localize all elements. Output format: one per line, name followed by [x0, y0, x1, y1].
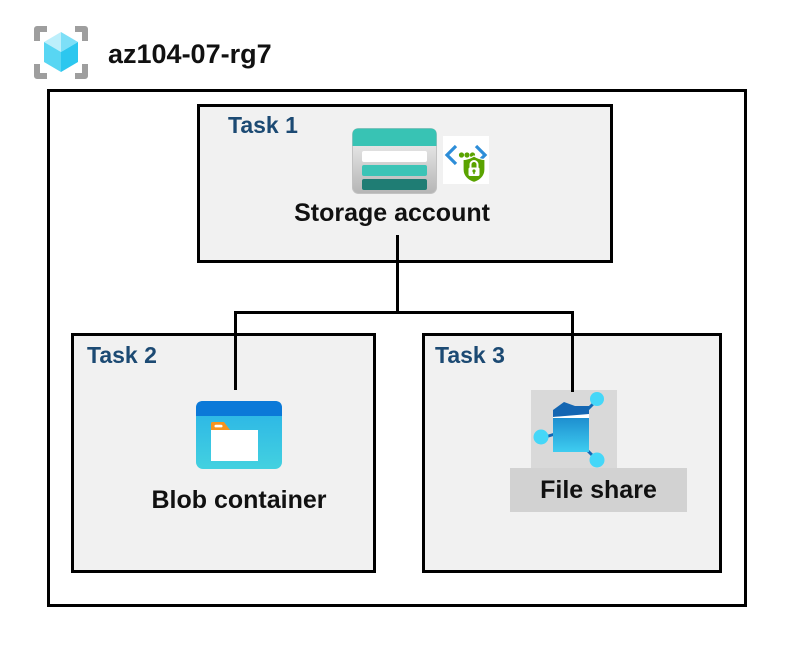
azure-resource-group-icon	[34, 26, 88, 79]
resource-group-name: az104-07-rg7	[108, 39, 272, 69]
task1-label: Task 1	[228, 112, 298, 138]
resource-group-header: az104-07-rg7	[0, 0, 788, 88]
blob-container-icon	[196, 401, 282, 469]
task2-box: Task 2 Blob container	[71, 333, 376, 573]
connector-to-file-share	[571, 311, 574, 392]
connector-to-blob-container	[234, 311, 237, 390]
storage-account-icon	[352, 128, 437, 194]
file-share-icon-tile	[531, 390, 617, 473]
task1-box: Task 1 Storage accoun	[197, 104, 613, 263]
task3-label: Task 3	[435, 342, 505, 368]
connector-horizontal	[234, 311, 574, 314]
file-share-label: File share	[540, 475, 657, 504]
file-share-label-band: File share	[510, 468, 687, 512]
file-share-icon	[533, 392, 605, 468]
secure-access-icon	[443, 136, 489, 184]
storage-account-label: Storage account	[294, 199, 490, 227]
task2-label: Task 2	[87, 342, 157, 368]
connector-storage-drop	[396, 235, 399, 314]
blob-container-label: Blob container	[151, 486, 327, 514]
task3-box: File share Task 3	[422, 333, 722, 573]
